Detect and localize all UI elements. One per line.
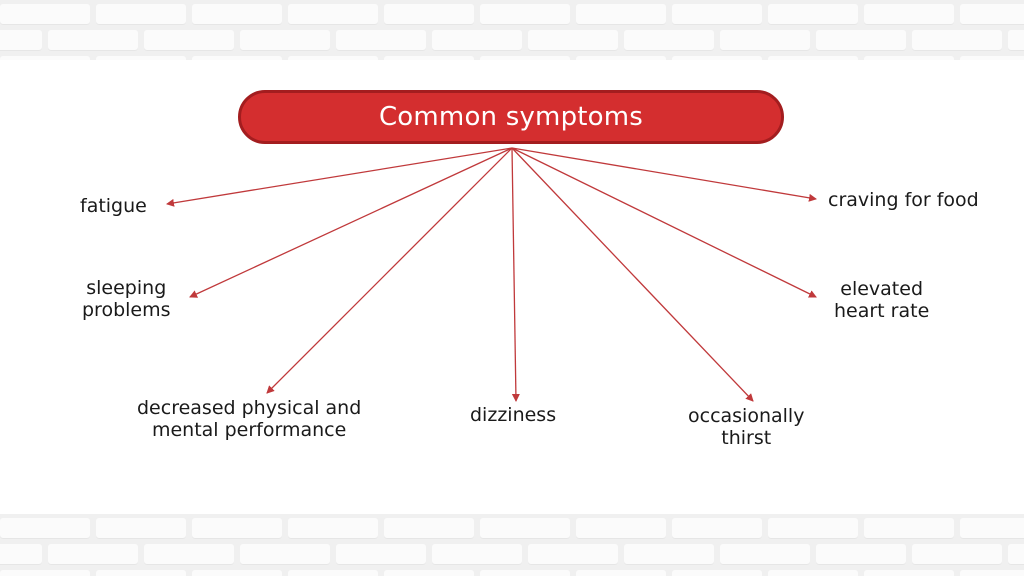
brick bbox=[816, 544, 906, 565]
brick bbox=[0, 56, 90, 60]
symptom-fatigue: fatigue bbox=[80, 195, 147, 217]
brick bbox=[624, 544, 714, 565]
brick bbox=[144, 544, 234, 565]
brick bbox=[864, 570, 954, 576]
label-line: elevated bbox=[840, 278, 924, 300]
brick bbox=[624, 30, 714, 51]
brick bbox=[48, 30, 138, 51]
brick bbox=[384, 570, 474, 576]
symptom-sleeping-problems: sleeping problems bbox=[82, 277, 171, 321]
arrow-occasionally-thirst bbox=[511, 147, 754, 402]
brick bbox=[48, 544, 138, 565]
brick bbox=[480, 56, 570, 60]
brick bbox=[528, 30, 618, 51]
brick bbox=[480, 4, 570, 25]
brick bbox=[1008, 544, 1024, 565]
symptom-elevated-heart-rate: elevated heart rate bbox=[834, 278, 929, 322]
brick-wall-bottom bbox=[0, 514, 1024, 576]
label-line: decreased physical and bbox=[137, 397, 362, 419]
brick bbox=[288, 4, 378, 25]
brick bbox=[240, 30, 330, 51]
brick bbox=[96, 518, 186, 539]
brick bbox=[336, 30, 426, 51]
brick bbox=[432, 544, 522, 565]
brick-wall-top bbox=[0, 0, 1024, 60]
brick bbox=[864, 56, 954, 60]
brick bbox=[96, 570, 186, 576]
brick bbox=[576, 518, 666, 539]
brick bbox=[96, 56, 186, 60]
label-line: occasionally bbox=[688, 405, 805, 427]
brick bbox=[960, 56, 1024, 60]
brick bbox=[0, 570, 90, 576]
brick bbox=[192, 570, 282, 576]
arrow-decreased-performance bbox=[266, 147, 513, 394]
brick bbox=[864, 4, 954, 25]
brick bbox=[768, 518, 858, 539]
symptom-decreased-performance: decreased physical and mental performanc… bbox=[137, 397, 361, 441]
brick bbox=[480, 518, 570, 539]
brick bbox=[768, 4, 858, 25]
title-text: Common symptoms bbox=[378, 102, 644, 132]
brick bbox=[384, 4, 474, 25]
brick bbox=[192, 4, 282, 25]
label-line: fatigue bbox=[80, 195, 147, 217]
label-line: problems bbox=[82, 299, 171, 321]
brick bbox=[0, 30, 42, 51]
brick bbox=[912, 544, 1002, 565]
brick bbox=[960, 518, 1024, 539]
brick bbox=[672, 4, 762, 25]
brick bbox=[240, 544, 330, 565]
brick bbox=[672, 570, 762, 576]
brick bbox=[432, 30, 522, 51]
brick bbox=[672, 518, 762, 539]
arrow-elevated-heart-rate bbox=[511, 147, 817, 298]
brick bbox=[528, 544, 618, 565]
title-pill: Common symptoms bbox=[238, 90, 784, 144]
brick bbox=[864, 518, 954, 539]
brick bbox=[768, 56, 858, 60]
brick bbox=[0, 544, 42, 565]
brick bbox=[288, 518, 378, 539]
brick bbox=[576, 4, 666, 25]
arrow-craving-for-food bbox=[511, 147, 817, 202]
brick bbox=[912, 30, 1002, 51]
brick bbox=[192, 56, 282, 60]
brick bbox=[384, 56, 474, 60]
brick bbox=[720, 544, 810, 565]
brick bbox=[192, 518, 282, 539]
brick bbox=[576, 56, 666, 60]
brick bbox=[1008, 30, 1024, 51]
arrow-dizziness bbox=[511, 147, 520, 402]
brick bbox=[480, 570, 570, 576]
brick bbox=[672, 56, 762, 60]
brick bbox=[768, 570, 858, 576]
label-line: heart rate bbox=[834, 300, 930, 322]
arrow-fatigue bbox=[166, 147, 513, 207]
symptom-occasionally-thirst: occasionally thirst bbox=[688, 405, 804, 449]
brick bbox=[816, 30, 906, 51]
brick bbox=[0, 518, 90, 539]
arrow-sleeping-problems bbox=[189, 147, 513, 298]
label-line: sleeping bbox=[86, 277, 167, 299]
brick bbox=[576, 570, 666, 576]
symptom-craving-for-food: craving for food bbox=[828, 189, 979, 211]
brick bbox=[960, 570, 1024, 576]
symptom-dizziness: dizziness bbox=[470, 404, 556, 426]
brick bbox=[0, 4, 90, 25]
brick bbox=[288, 570, 378, 576]
brick bbox=[144, 30, 234, 51]
brick bbox=[288, 56, 378, 60]
brick bbox=[96, 4, 186, 25]
label-line: dizziness bbox=[470, 404, 557, 426]
brick bbox=[384, 518, 474, 539]
brick bbox=[720, 30, 810, 51]
label-line: thirst bbox=[721, 427, 772, 449]
label-line: mental performance bbox=[151, 419, 347, 441]
label-line: craving for food bbox=[828, 189, 979, 211]
brick bbox=[336, 544, 426, 565]
brick bbox=[960, 4, 1024, 25]
